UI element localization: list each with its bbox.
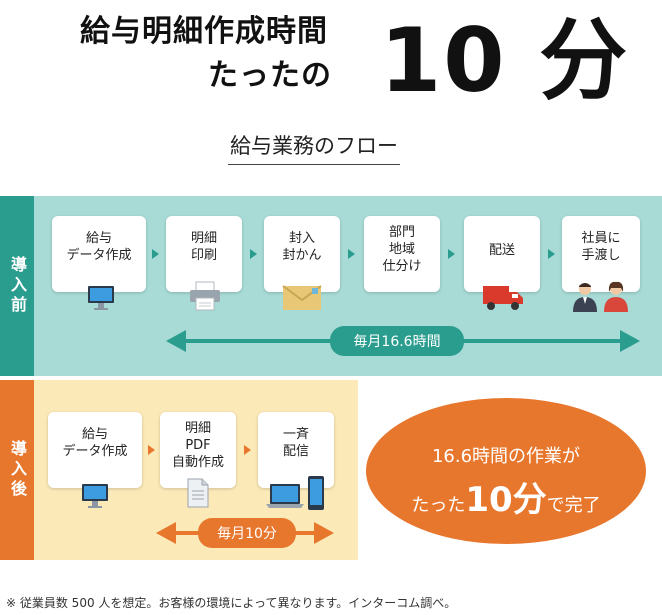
printer-icon: [190, 281, 220, 311]
step-arrow: [152, 249, 159, 259]
step-label: 一斉 配信: [282, 427, 309, 459]
before-tab: 導入前: [0, 196, 34, 376]
step-label: 給与 データ作成: [66, 231, 132, 263]
step-label: 社員に 手渡し: [581, 231, 621, 263]
step-label: 明細 印刷: [190, 231, 217, 263]
step-arrow: [448, 249, 455, 259]
step-label: 配送: [488, 243, 515, 258]
flow-title: 給与業務のフロー: [228, 130, 400, 165]
step-arrow: [548, 249, 555, 259]
employees-icon: [573, 281, 628, 312]
step-arrow: [148, 445, 155, 455]
result-line1: 16.6時間の作業が: [431, 446, 581, 467]
step-arrow: [348, 249, 355, 259]
step-label: 給与 データ作成: [62, 427, 128, 459]
headline-ten-minutes: 10 分: [380, 9, 630, 112]
duration-arrow-left: [156, 522, 176, 544]
before-step-print: 明細 印刷: [166, 216, 242, 292]
result-pre: たった: [411, 495, 466, 516]
after-step-data: 給与 データ作成: [48, 412, 142, 488]
footnote: ※ 従業員数 500 人を想定。お客様の環境によって異なります。インターコム調べ…: [6, 596, 457, 610]
before-step-sort: 部門 地域 仕分け: [364, 216, 440, 292]
step-label: 封入 封かん: [282, 231, 322, 263]
headline-line2: たったの: [208, 58, 332, 93]
after-tab: 導入後: [0, 380, 34, 560]
after-step-pdf: 明細 PDF 自動作成: [160, 412, 236, 488]
after-step-deliver: 一斉 配信: [258, 412, 334, 488]
laptop-phone-icon: [266, 476, 324, 510]
result-post: で完了: [546, 495, 601, 516]
monitor-icon: [88, 286, 114, 310]
envelope-icon: [282, 285, 322, 310]
after-panel: 給与 データ作成 明細 PDF 自動作成 一斉 配信 毎月10分: [34, 380, 358, 560]
result-line2: たった10分で完了: [366, 472, 646, 521]
step-arrow: [250, 249, 257, 259]
monitor-icon: [82, 484, 108, 508]
before-step-handover: 社員に 手渡し: [562, 216, 640, 292]
step-arrow: [244, 445, 251, 455]
before-panel: 給与 データ作成 明細 印刷 封入 封かん 部門 地域 仕分け 配送 社員に 手…: [34, 196, 662, 376]
step-label: 明細 PDF 自動作成: [171, 421, 224, 470]
step-label: 部門 地域 仕分け: [382, 225, 422, 274]
result-big: 10分: [465, 480, 547, 520]
result-ellipse: 16.6時間の作業が たった10分で完了: [366, 398, 646, 544]
before-step-seal: 封入 封かん: [264, 216, 340, 292]
before-step-deliver: 配送: [464, 216, 540, 292]
after-duration-badge: 毎月10分: [198, 518, 296, 548]
document-icon: [187, 478, 209, 508]
before-step-data: 給与 データ作成: [52, 216, 146, 292]
truck-icon: [483, 286, 523, 310]
duration-arrow-left: [166, 330, 186, 352]
before-duration-badge: 毎月16.6時間: [330, 326, 464, 356]
headline-line1: 給与明細作成時間: [80, 14, 328, 49]
duration-arrow-right: [314, 522, 334, 544]
duration-arrow-right: [620, 330, 640, 352]
